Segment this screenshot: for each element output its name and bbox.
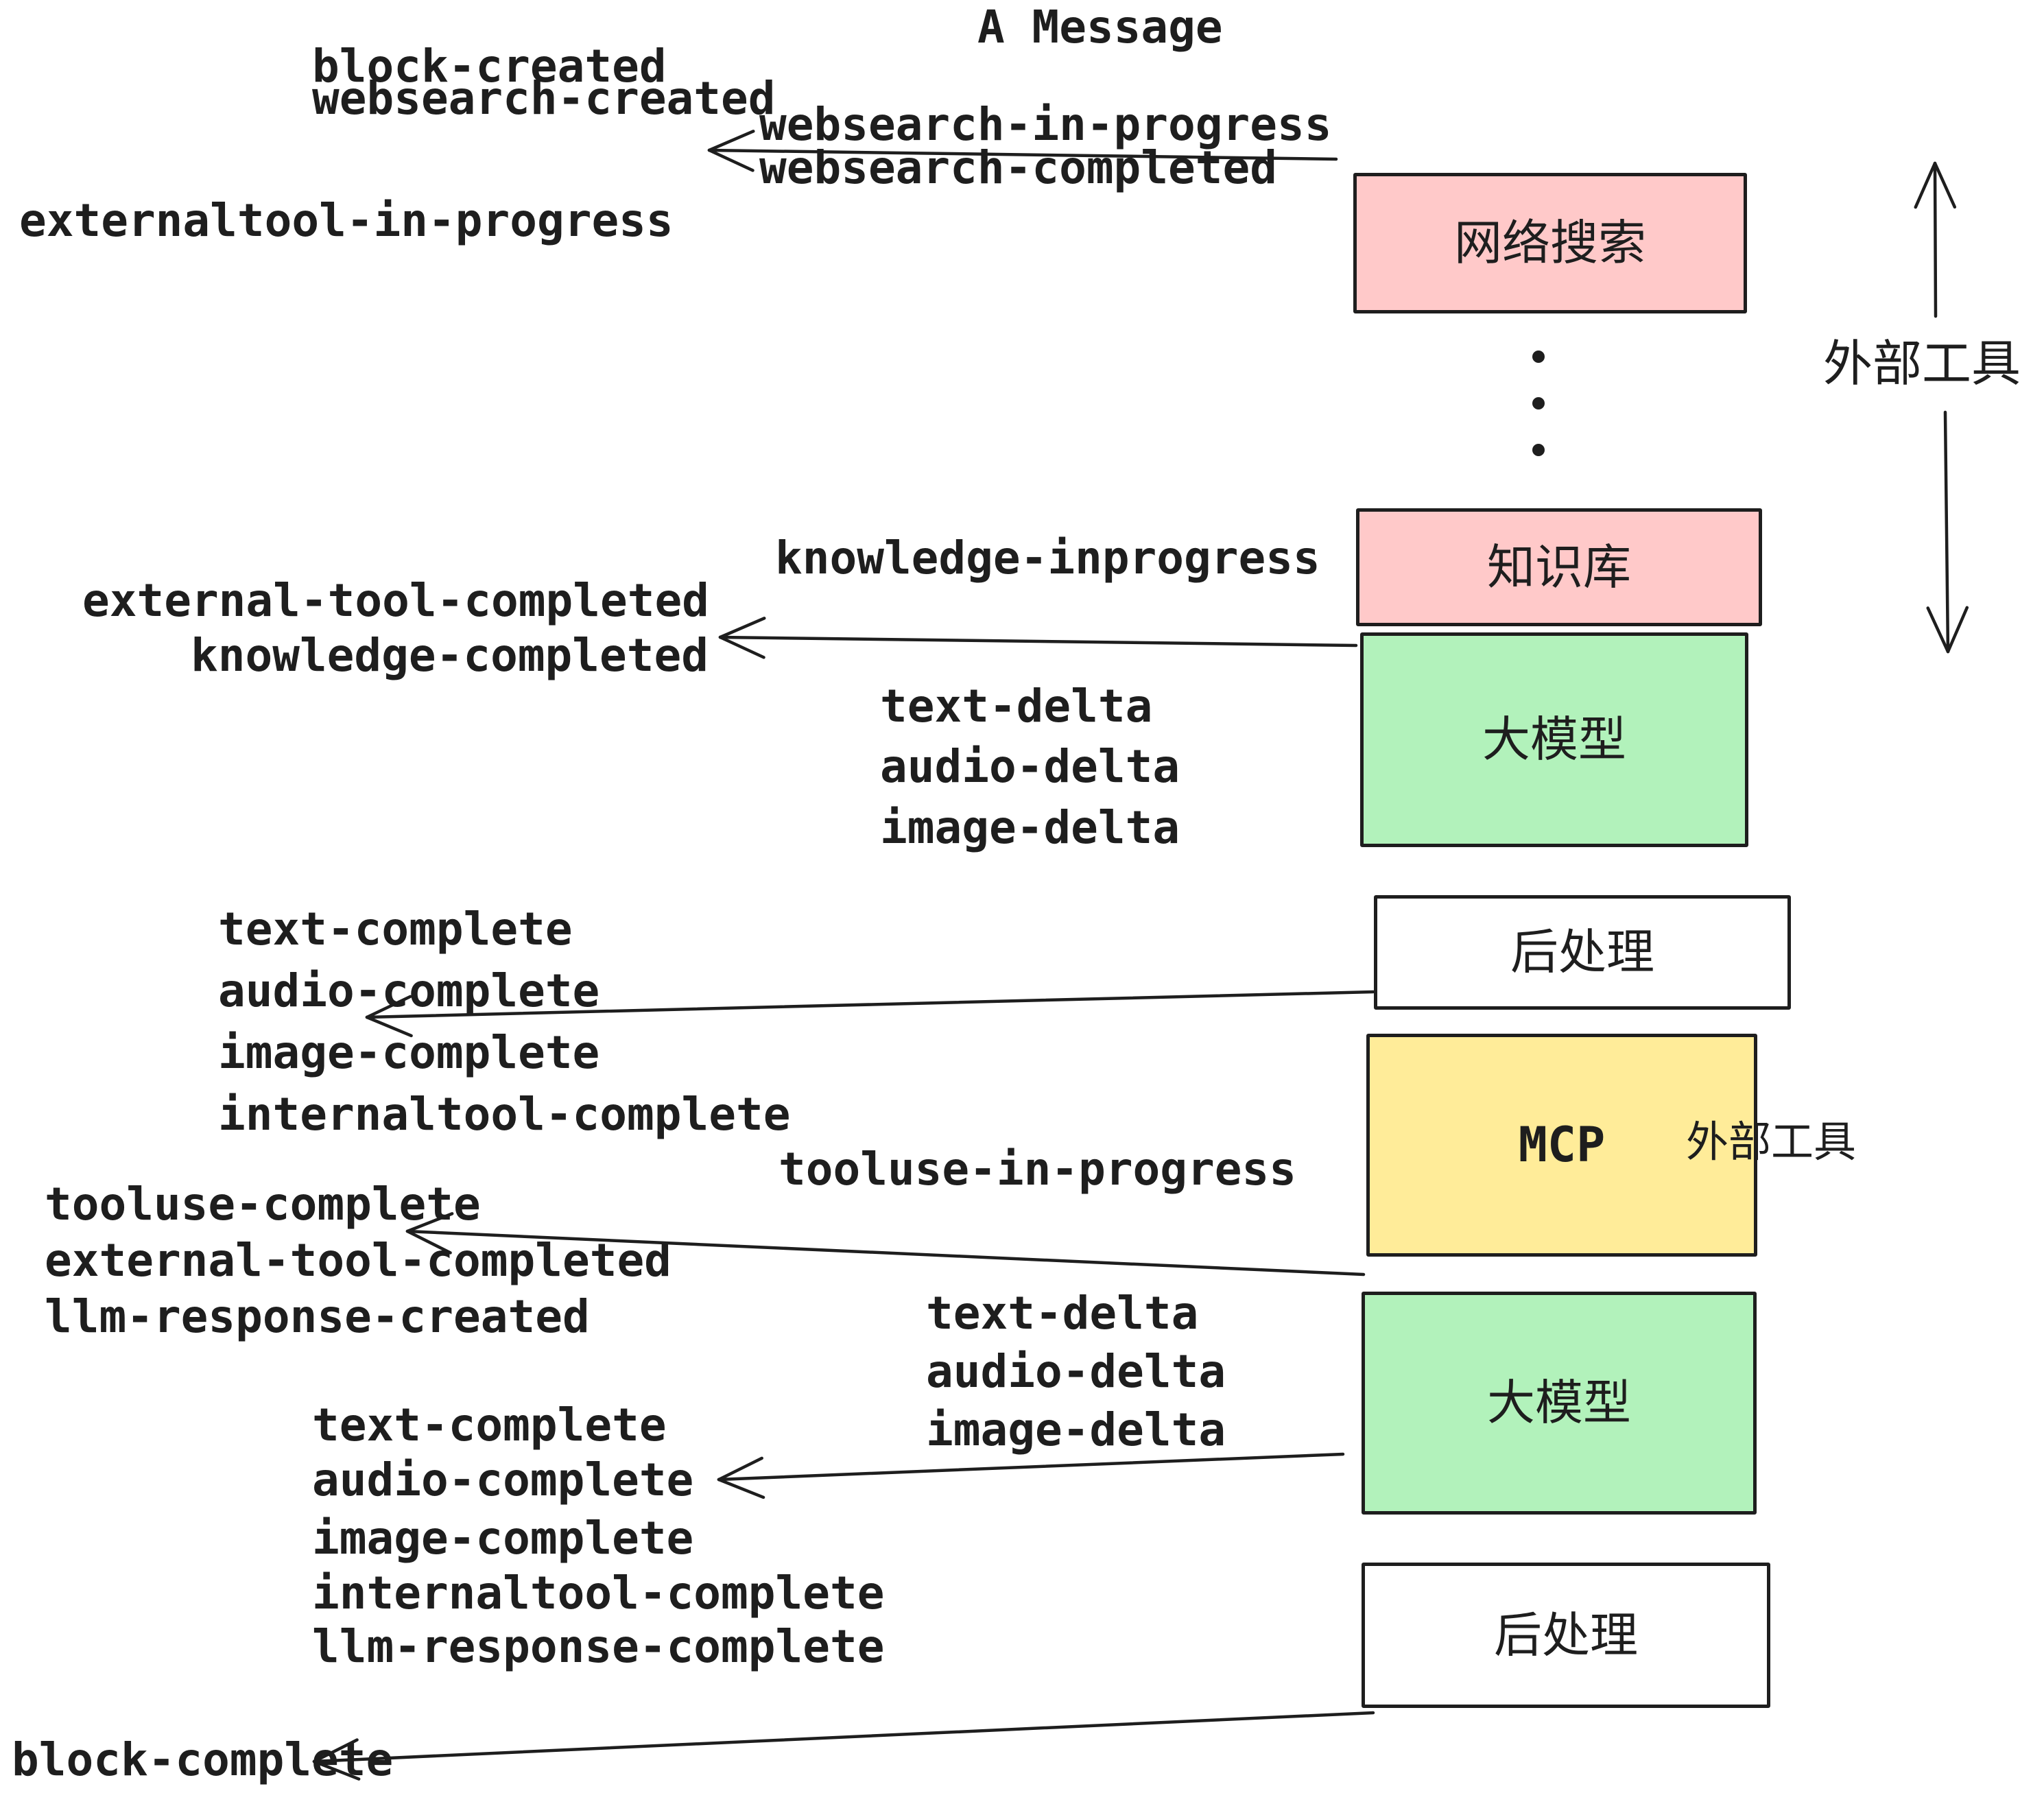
event-label-external-tool-completed-2: external-tool-completed: [45, 1234, 672, 1287]
mcp-box: MCP: [1366, 1034, 1757, 1257]
event-label-tooluse-complete: tooluse-complete: [45, 1178, 481, 1231]
event-label-internaltool-complete-2: internaltool-complete: [312, 1567, 885, 1619]
llm-1-box: 大模型: [1360, 632, 1748, 847]
llm-2-box: 大模型: [1362, 1292, 1757, 1515]
postprocess-2-box-label: 后处理: [1494, 1608, 1638, 1662]
event-label-image-delta-2: image-delta: [926, 1403, 1226, 1456]
websearch-box-label: 网络搜索: [1454, 216, 1646, 270]
event-label-audio-complete-2: audio-complete: [312, 1453, 694, 1506]
event-label-internaltool-complete-1: internaltool-complete: [218, 1088, 791, 1141]
side-label-external-tools-top: 外部工具: [1823, 337, 2021, 392]
event-label-text-complete-2: text-complete: [312, 1399, 667, 1451]
event-label-text-delta-2: text-delta: [926, 1287, 1199, 1340]
arrow-external-tools-up-1: [1914, 161, 1957, 318]
arrow-to-audio-complete: [717, 1452, 1345, 1499]
diagram-title: A Message: [977, 1, 1223, 54]
mcp-box-label: MCP: [1518, 1117, 1606, 1173]
llm-1-box-label: 大模型: [1482, 713, 1626, 766]
event-label-websearch-created: websearch-created: [312, 72, 776, 125]
event-label-websearch-in-progress: websearch-in-progress: [759, 98, 1332, 151]
event-label-llm-response-complete: llm-response-complete: [312, 1620, 885, 1673]
ellipsis-dot: [1532, 351, 1545, 363]
event-label-text-delta-1: text-delta: [880, 680, 1153, 733]
event-label-image-complete-2: image-complete: [312, 1512, 694, 1565]
arrow-to-block-complete: [312, 1711, 1375, 1781]
event-label-websearch-completed: websearch-completed: [759, 141, 1277, 194]
event-label-image-complete-1: image-complete: [218, 1026, 600, 1079]
event-label-audio-complete-1: audio-complete: [218, 964, 600, 1017]
event-label-llm-response-created: llm-response-created: [45, 1290, 590, 1343]
websearch-box: 网络搜索: [1353, 173, 1747, 313]
event-label-knowledge-inprogress: knowledge-inprogress: [775, 532, 1320, 584]
arrow-external-tools-down-1: [1926, 410, 1969, 654]
knowledge-box: 知识库: [1356, 508, 1762, 626]
event-label-knowledge-completed: knowledge-completed: [191, 629, 709, 682]
event-label-externaltool-in-progress: externaltool-in-progress: [19, 194, 674, 247]
event-label-text-complete-1: text-complete: [218, 903, 573, 956]
ellipsis-dot: [1532, 444, 1545, 456]
side-label-external-tools-bottom: 外部工具: [1686, 1119, 1857, 1166]
event-label-block-complete: block-complete: [12, 1733, 394, 1786]
postprocess-2-box: 后处理: [1362, 1563, 1770, 1708]
event-label-audio-delta-2: audio-delta: [926, 1345, 1226, 1398]
event-label-image-delta-1: image-delta: [880, 801, 1180, 854]
event-label-audio-delta-1: audio-delta: [880, 740, 1180, 793]
llm-2-box-label: 大模型: [1487, 1376, 1631, 1429]
knowledge-box-label: 知识库: [1487, 540, 1631, 594]
ellipsis-dot: [1532, 397, 1545, 410]
event-label-block-created: block-created: [312, 40, 667, 93]
postprocess-1-box-label: 后处理: [1510, 925, 1654, 979]
postprocess-1-box: 后处理: [1374, 895, 1791, 1010]
event-label-external-tool-completed-1: external-tool-completed: [82, 574, 709, 627]
event-label-tooluse-in-progress: tooluse-in-progress: [779, 1143, 1296, 1196]
arrow-to-knowledge-completed: [718, 617, 1358, 659]
